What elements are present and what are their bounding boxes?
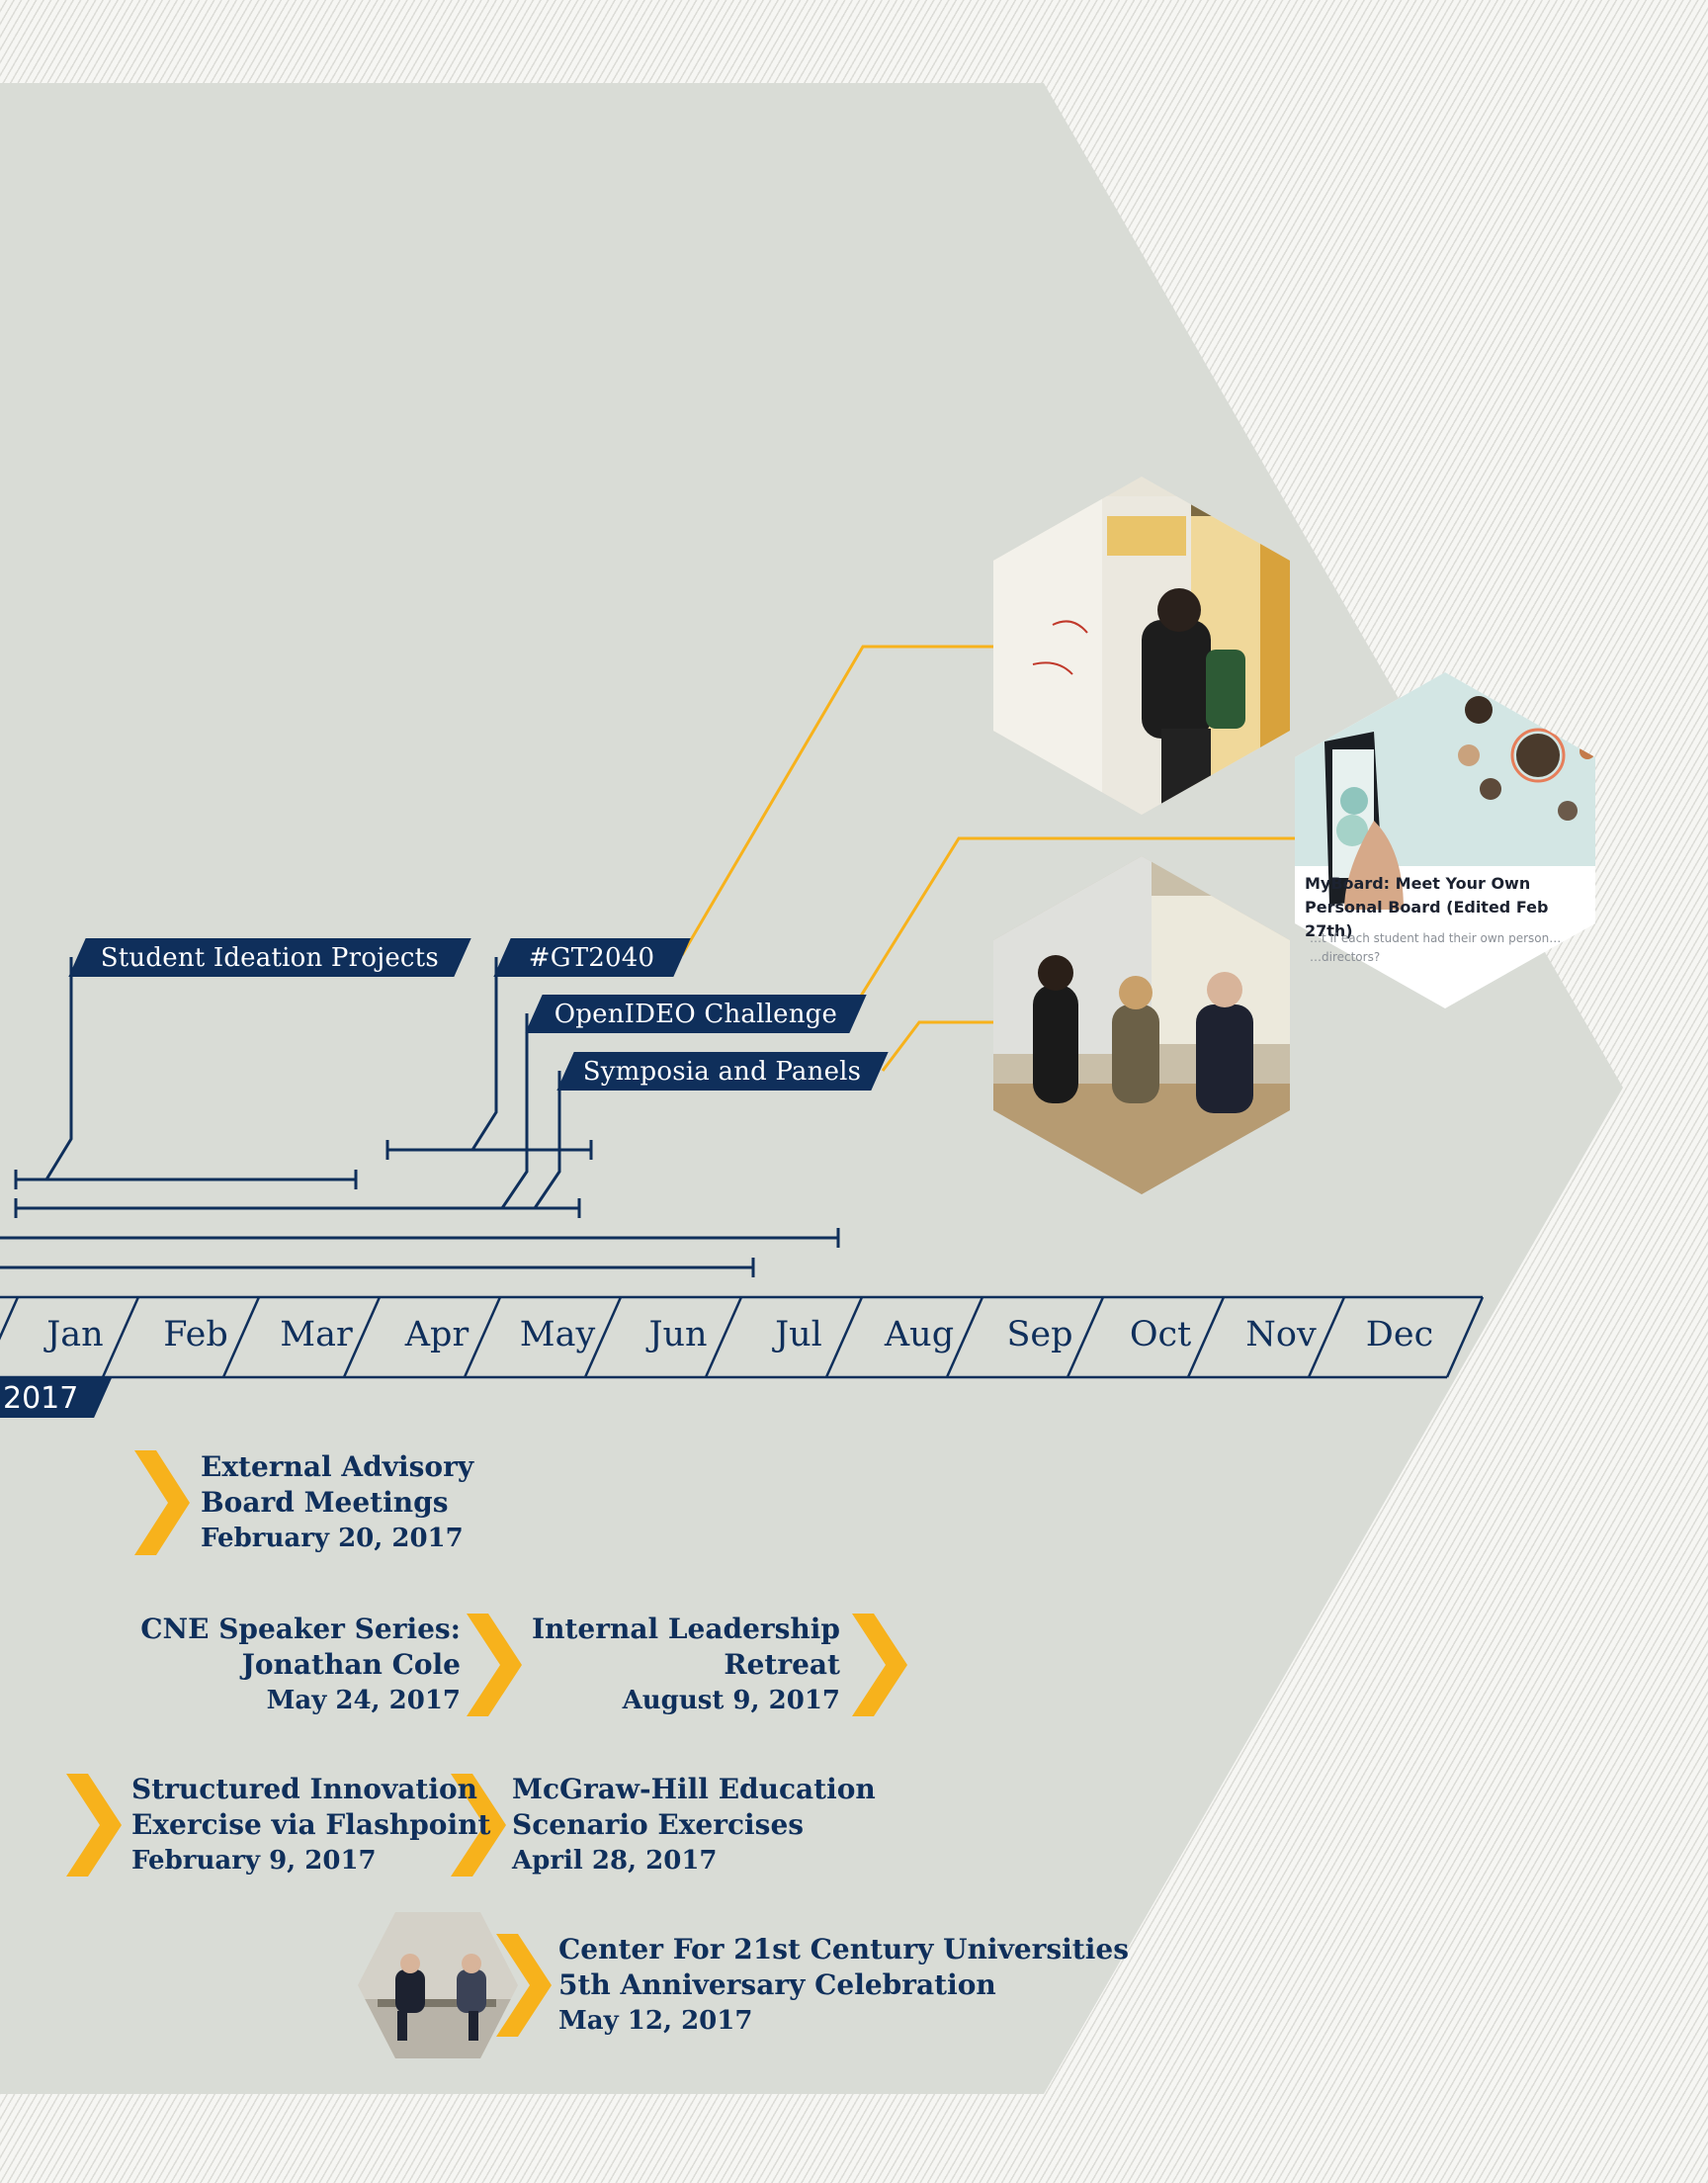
month-apr: Apr [404, 1315, 470, 1354]
photo-symposia-panel [993, 856, 1290, 1194]
myboard-title: MyBoard: Meet Your Own Personal Board (E… [1305, 874, 1549, 940]
chevron-c21u-anniversary-icon [496, 1934, 552, 2037]
month-may: May [519, 1315, 596, 1354]
event-c21u-anniversary: Center For 21st Century Universities 5th… [558, 1933, 1129, 2036]
project-tag-openideo: OpenIDEO Challenge [525, 995, 867, 1033]
photo-openideo-myboard [1295, 672, 1595, 1008]
month-feb: Feb [163, 1315, 228, 1354]
connector-openideo [848, 836, 1305, 1014]
event-mcgraw-hill: McGraw-Hill Education Scenario Exercises… [512, 1773, 876, 1876]
event-structured-innovation: Structured Innovation Exercise via Flash… [131, 1773, 491, 1876]
chevron-internal-retreat-icon [852, 1614, 907, 1716]
month-band [0, 1295, 1485, 1379]
project-tag-student-ideation: Student Ideation Projects [68, 938, 471, 977]
month-jul: Jul [775, 1315, 822, 1354]
month-dec: Dec [1365, 1315, 1434, 1354]
photo-gt2040-whiteboard [993, 477, 1290, 815]
chevron-external-advisory-icon [134, 1450, 190, 1555]
month-mar: Mar [280, 1315, 353, 1354]
event-external-advisory: External Advisory Board Meetings Februar… [201, 1450, 474, 1553]
month-oct: Oct [1129, 1315, 1192, 1354]
month-jan: Jan [46, 1315, 104, 1354]
leader-openideo [500, 1013, 529, 1209]
project-tag-symposia: Symposia and Panels [556, 1052, 889, 1091]
project-ranges [0, 957, 840, 1277]
event-internal-retreat: Internal Leadership Retreat August 9, 20… [532, 1613, 840, 1715]
chevron-mcgraw-hill-icon [451, 1774, 506, 1877]
month-nov: Nov [1245, 1315, 1317, 1354]
chevron-structured-innovation-icon [66, 1774, 122, 1877]
connector-symposia [881, 1020, 998, 1072]
month-jun: Jun [648, 1315, 708, 1354]
myboard-subtitle: …t if each student had their own person…… [1310, 931, 1562, 964]
month-sep: Sep [1006, 1315, 1073, 1354]
project-tag-gt2040: #GT2040 [493, 938, 691, 977]
chevron-cne-speaker-icon [467, 1614, 522, 1716]
connector-gt2040 [680, 645, 998, 956]
event-cne-speaker-series: CNE Speaker Series: Jonathan Cole May 24… [140, 1613, 461, 1715]
photo-c21u-anniversary [358, 1912, 518, 2058]
leader-symposia [533, 1071, 561, 1209]
photo-connectors [680, 645, 1305, 1072]
leader-student-ideation [44, 957, 73, 1180]
month-aug: Aug [884, 1315, 955, 1354]
leader-gt2040 [470, 957, 498, 1151]
year-label: 2017 [3, 1381, 79, 1416]
